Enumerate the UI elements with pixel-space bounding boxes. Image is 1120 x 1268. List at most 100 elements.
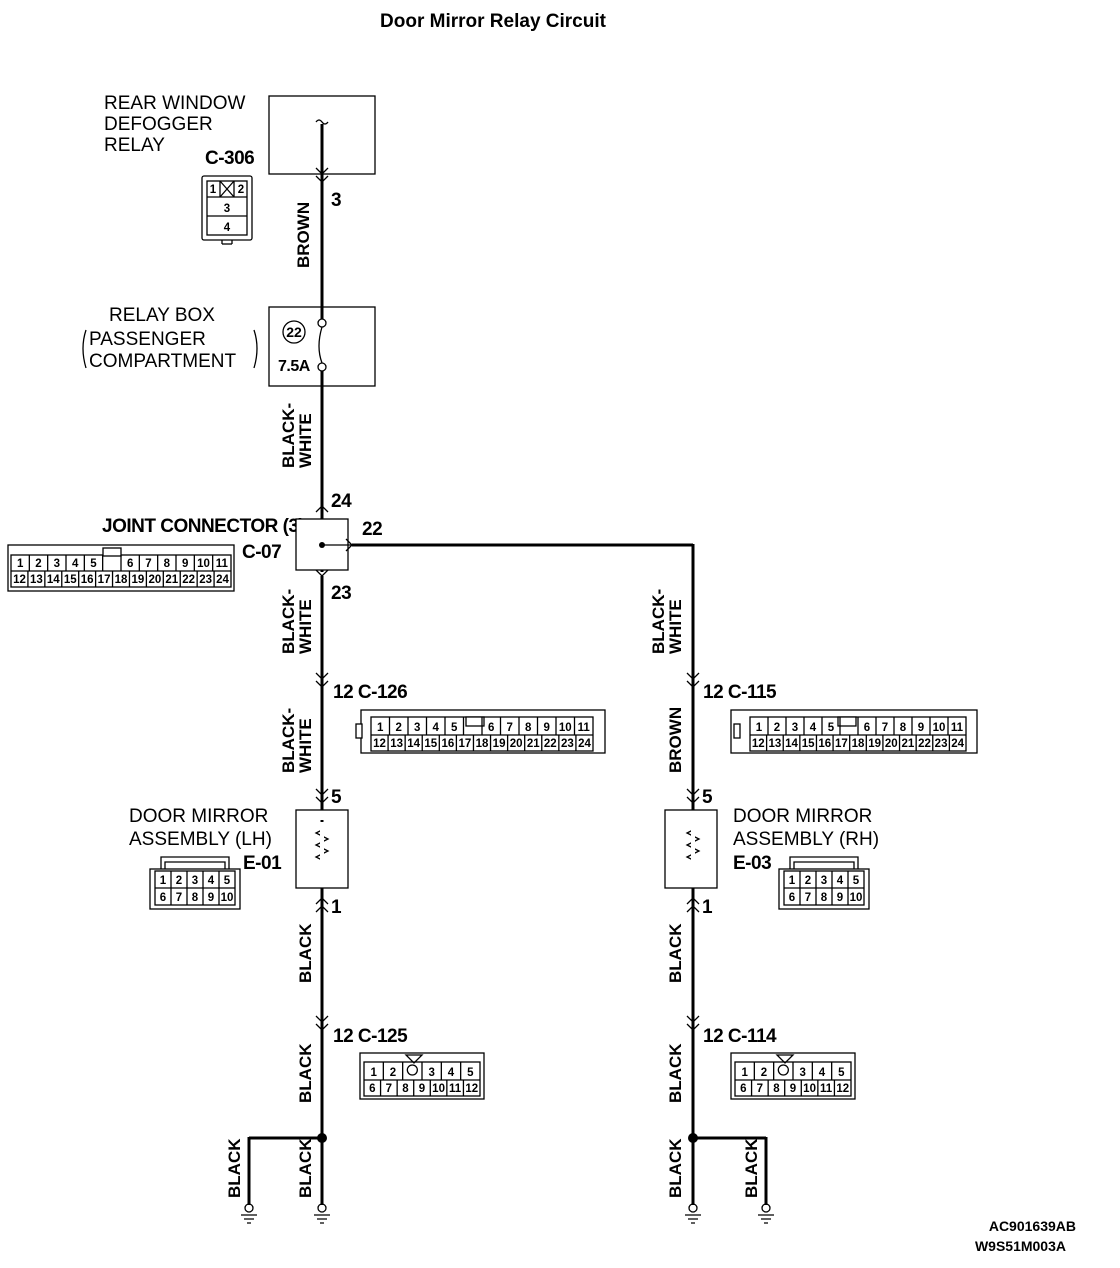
pin-label: 7 (757, 1083, 763, 1095)
pin-label: 22 (918, 738, 931, 750)
pin-label: 2 (390, 1067, 396, 1079)
paren-right (253, 329, 258, 369)
pin-label: 3 (428, 1067, 434, 1079)
ground-lh: BLACK BLACK (225, 1133, 330, 1224)
ground-icon (317, 1203, 327, 1213)
wire-label-w1: BROWN (294, 202, 313, 268)
paren-left (82, 329, 87, 369)
pin-label: 8 (192, 892, 199, 904)
svg-text:BLACK: BLACK (296, 923, 315, 983)
svg-text:ASSEMBLY (RH): ASSEMBLY (RH) (733, 829, 879, 850)
defogger-relay-connector: C-306 (205, 148, 254, 169)
svg-text:BLACK: BLACK (742, 1138, 761, 1198)
svg-text:5: 5 (331, 787, 342, 808)
svg-text:1: 1 (702, 897, 713, 918)
pin-label: 7 (805, 892, 811, 904)
pin-label: 12 (836, 1083, 849, 1095)
svg-text:BLACK-: BLACK- (279, 708, 298, 773)
svg-text:WHITE: WHITE (296, 413, 315, 468)
pin-label: 5 (90, 558, 97, 570)
svg-text:BLACK: BLACK (666, 1138, 685, 1198)
pin-label: 6 (127, 558, 133, 570)
svg-text:E-01: E-01 (243, 853, 282, 874)
pin-label: 24 (578, 738, 591, 750)
pin-label: 18 (852, 738, 865, 750)
pin-label: 10 (197, 558, 210, 570)
pin-label: 16 (818, 738, 831, 750)
svg-text:WHITE: WHITE (666, 599, 685, 654)
svg-text:BLACK-: BLACK- (279, 589, 298, 654)
pin-label: 2 (805, 875, 811, 887)
pin-label: 9 (182, 558, 188, 570)
ground-icon (761, 1203, 771, 1213)
pin-label: 10 (803, 1083, 816, 1095)
svg-text:ASSEMBLY (LH): ASSEMBLY (LH) (129, 829, 272, 850)
pin-label: 6 (864, 722, 870, 734)
svg-text:12 C-114: 12 C-114 (703, 1026, 777, 1047)
pin-label: 14 (785, 738, 798, 750)
svg-text:24: 24 (331, 491, 352, 512)
pin-label: 15 (64, 574, 77, 586)
defogger-relay-label-1: REAR WINDOW (104, 93, 246, 114)
door-mirror-rh: DOOR MIRROR ASSEMBLY (RH) E-03 5 1 (664, 787, 879, 918)
pin-label: 20 (885, 738, 898, 750)
pin-label: 23 (199, 574, 212, 586)
pin-label: 23 (561, 738, 574, 750)
svg-text:12 C-115: 12 C-115 (703, 682, 777, 703)
pin-label: 1 (789, 875, 796, 887)
pin-label: 5 (853, 875, 860, 887)
pin-label: 24 (951, 738, 964, 750)
pin-label: 9 (918, 722, 924, 734)
pin-label: 9 (837, 892, 843, 904)
pin-label: 8 (773, 1083, 780, 1095)
pin-label: 6 (488, 722, 494, 734)
pin-label: 7 (176, 892, 182, 904)
pin-label: 3 (54, 558, 60, 570)
pin-label: 7 (507, 722, 513, 734)
svg-text:E-03: E-03 (733, 853, 771, 874)
pin-label: 9 (544, 722, 550, 734)
defogger-relay-label-2: DEFOGGER (104, 114, 213, 135)
fuse-rating: 7.5A (278, 358, 311, 375)
pin-label: 12 (752, 738, 765, 750)
svg-text:12 C-125: 12 C-125 (333, 1026, 408, 1047)
pin-label: 20 (148, 574, 161, 586)
pin-label: 2 (396, 722, 402, 734)
pin-label: 3 (792, 722, 798, 734)
ground-rh: BLACK BLACK (666, 1133, 774, 1224)
pin-label: 19 (868, 738, 881, 750)
pin-label: 6 (160, 892, 166, 904)
svg-text:BLACK: BLACK (225, 1138, 244, 1198)
pin-label: 10 (221, 892, 234, 904)
svg-text:1: 1 (331, 897, 342, 918)
pin-label: 3 (192, 875, 198, 887)
pin-label: 20 (510, 738, 523, 750)
pin-label: 17 (835, 738, 848, 750)
pin-label: 2 (774, 722, 780, 734)
relay-box-label-1: RELAY BOX (109, 305, 215, 326)
pin-label: 5 (828, 722, 835, 734)
pin-label: 2 (176, 875, 182, 887)
pin-label: 13 (769, 738, 782, 750)
svg-text:22: 22 (362, 519, 382, 540)
pin-label: 5 (467, 1067, 474, 1079)
pin-label: 19 (493, 738, 506, 750)
svg-text:BROWN: BROWN (666, 707, 685, 773)
pin-label: 1 (370, 1067, 377, 1079)
svg-text:1: 1 (210, 184, 217, 196)
svg-text:WHITE: WHITE (296, 599, 315, 654)
pin-label: 11 (951, 722, 964, 734)
svg-text:DOOR MIRROR: DOOR MIRROR (129, 806, 268, 827)
pin-label: 4 (448, 1067, 455, 1079)
c306-connector-face: 1 2 3 4 (201, 175, 253, 245)
pin-label: 17 (459, 738, 472, 750)
pin-label: 3 (821, 875, 827, 887)
svg-text:DOOR MIRROR: DOOR MIRROR (733, 806, 872, 827)
pin-label: 2 (35, 558, 41, 570)
svg-text:BLACK: BLACK (666, 923, 685, 983)
svg-text:WHITE: WHITE (296, 718, 315, 773)
